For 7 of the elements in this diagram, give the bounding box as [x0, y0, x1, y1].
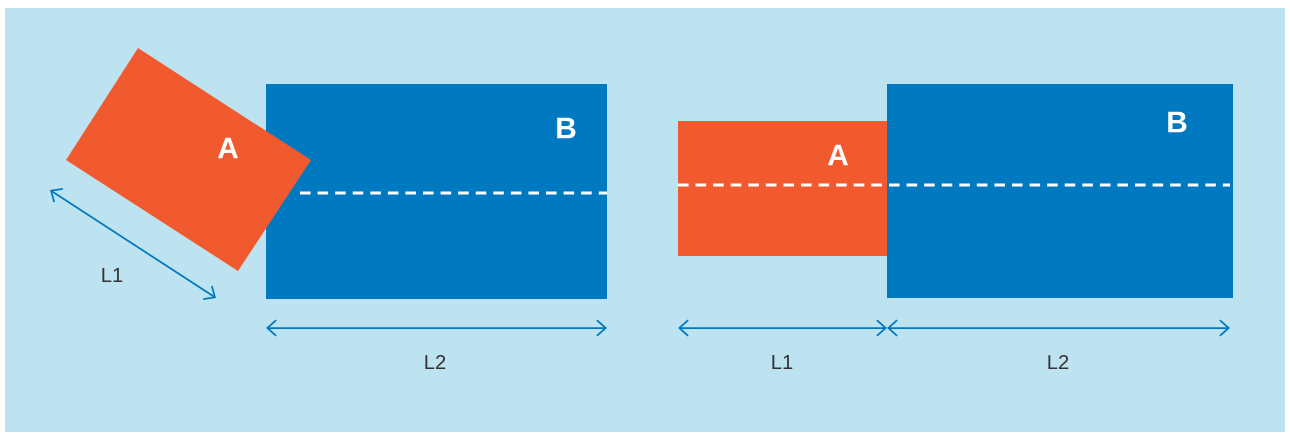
rectangle-box: A	[678, 121, 887, 256]
dimension-label: L1	[102, 268, 123, 282]
rectangle-box: B	[266, 84, 607, 299]
dimension-label: L1	[772, 355, 793, 369]
dimension-label: L2	[1048, 354, 1069, 370]
rectangle-box: B	[887, 84, 1233, 298]
dimension-label: L2	[425, 354, 446, 370]
